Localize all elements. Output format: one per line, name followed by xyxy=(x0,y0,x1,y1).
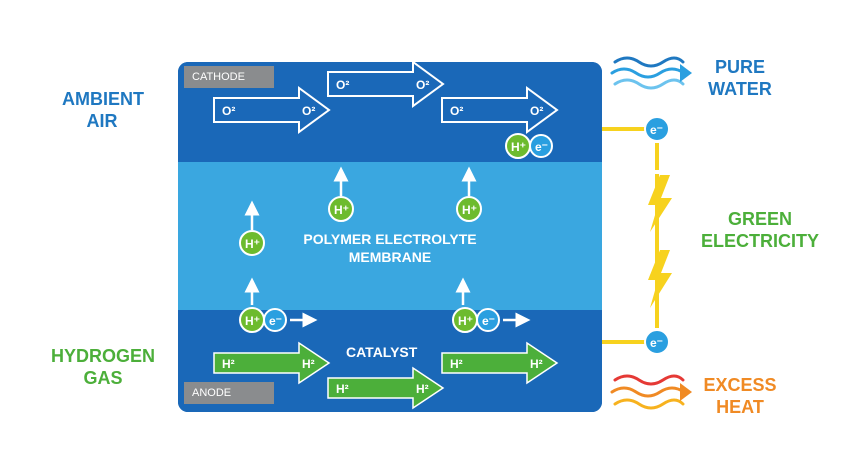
oxygen-arrow xyxy=(327,60,445,108)
hydrogen-gas-line2: GAS xyxy=(83,368,123,388)
proton-electron-pair: H⁺ e⁻ xyxy=(239,307,287,333)
lightning-bolt-icon xyxy=(648,175,672,232)
pure-water-line1: PURE xyxy=(714,57,765,77)
ambient-air-label: AMBIENT AIR xyxy=(62,88,144,132)
oxygen-label: O² xyxy=(416,78,429,92)
catalyst-label: CATALYST xyxy=(346,344,418,360)
electron-label: e⁻ xyxy=(650,123,663,137)
hydrogen-arrow xyxy=(327,366,445,410)
green-electricity-line1: GREEN xyxy=(727,209,792,229)
hydrogen-label: H² xyxy=(416,382,429,396)
oxygen-label: O² xyxy=(302,104,315,118)
lightning-bolt-icon xyxy=(648,250,672,308)
pure-water-label: PURE WATER xyxy=(690,56,790,100)
hydrogen-arrow xyxy=(441,341,559,385)
oxygen-label: O² xyxy=(222,104,235,118)
proton-electron-pair: H⁺ e⁻ xyxy=(505,133,553,159)
ambient-air-line1: AMBIENT xyxy=(62,89,144,109)
hydrogen-gas-line1: HYDROGEN xyxy=(50,346,155,366)
water-waves-icon xyxy=(610,56,692,90)
proton-label: H⁺ xyxy=(245,237,260,251)
hydrogen-label: H² xyxy=(222,357,235,371)
green-electricity-label: GREEN ELECTRICITY xyxy=(690,208,830,252)
heat-waves-icon xyxy=(610,374,692,410)
membrane-label-line2: MEMBRANE xyxy=(348,249,432,265)
electron-label: e⁻ xyxy=(535,140,548,154)
proton-electron-pair: H⁺ e⁻ xyxy=(452,307,500,333)
electron-label: e⁻ xyxy=(269,314,282,328)
proton-label: H⁺ xyxy=(245,314,260,328)
hydrogen-label: H² xyxy=(530,357,543,371)
hydrogen-arrow xyxy=(213,341,331,385)
electron-label: e⁻ xyxy=(482,314,495,328)
ambient-air-line2: AIR xyxy=(86,111,118,131)
electron-label: e⁻ xyxy=(650,336,663,350)
oxygen-labels: O² O² O² O² O² O² xyxy=(222,78,543,118)
proton-label: H⁺ xyxy=(334,203,349,217)
hydrogen-label: H² xyxy=(336,382,349,396)
excess-heat-line2: HEAT xyxy=(716,397,764,417)
hydrogen-label: H² xyxy=(302,357,315,371)
oxygen-label: O² xyxy=(530,104,543,118)
hydrogen-arrows xyxy=(213,341,559,410)
pure-water-line2: WATER xyxy=(708,79,772,99)
circuit-wire xyxy=(602,127,659,344)
oxygen-arrow xyxy=(213,86,331,134)
hydrogen-labels: H² H² H² H² H² H² xyxy=(222,357,543,396)
oxygen-label: O² xyxy=(450,104,463,118)
membrane-label: POLYMER ELECTROLYTE MEMBRANE xyxy=(178,230,602,266)
proton-particle: H⁺ xyxy=(328,196,354,222)
green-electricity-line2: ELECTRICITY xyxy=(700,231,819,251)
oxygen-arrows xyxy=(213,60,559,134)
proton-label: H⁺ xyxy=(511,140,526,154)
excess-heat-line1: EXCESS xyxy=(703,375,777,395)
hydrogen-gas-label: HYDROGEN GAS xyxy=(48,345,158,389)
wire-electron-top: e⁻ xyxy=(644,116,670,142)
excess-heat-label: EXCESS HEAT xyxy=(690,374,790,418)
oxygen-label: O² xyxy=(336,78,349,92)
proton-label: H⁺ xyxy=(462,203,477,217)
proton-label: H⁺ xyxy=(458,314,473,328)
proton-up-arrows xyxy=(244,166,477,305)
oxygen-arrow xyxy=(441,86,559,134)
cathode-tag: CATHODE xyxy=(184,66,274,88)
wire-electron-bottom: e⁻ xyxy=(644,329,670,355)
proton-particle: H⁺ xyxy=(239,230,265,256)
hydrogen-label: H² xyxy=(450,357,463,371)
membrane-label-line1: POLYMER ELECTROLYTE xyxy=(303,231,477,247)
proton-particle: H⁺ xyxy=(456,196,482,222)
anode-tag: ANODE xyxy=(184,382,274,404)
